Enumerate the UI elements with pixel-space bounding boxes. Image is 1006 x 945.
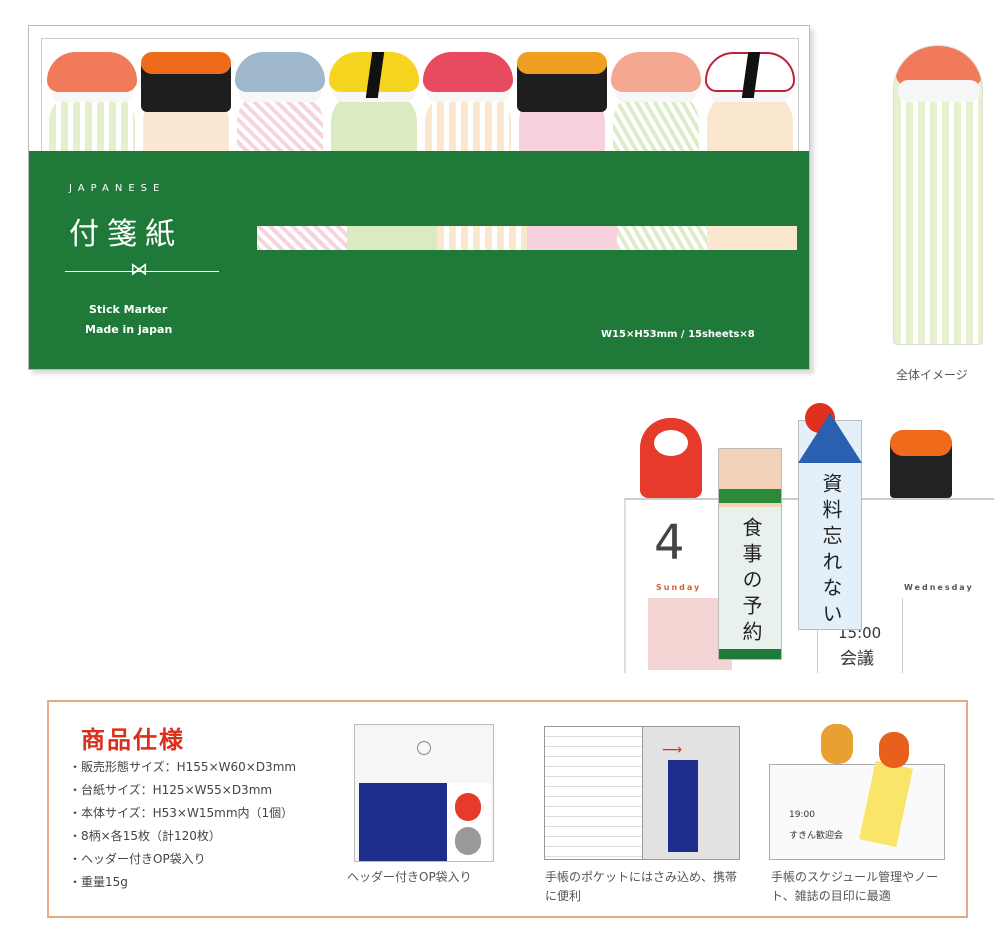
spec-title: 商品仕様	[81, 726, 185, 754]
topping	[47, 52, 137, 92]
spec-item: ・8柄×各15枚（計120枚）	[69, 829, 221, 843]
sample-caption: 全体イメージ	[896, 368, 968, 382]
caption-bag: ヘッダー付きOP袋入り	[347, 870, 472, 884]
spec-item: ・台紙サイズ：H125×W55×D3mm	[69, 783, 273, 797]
note-footer	[719, 649, 781, 659]
label-japanese: JAPANESE	[69, 183, 166, 194]
event-name: 会議	[840, 649, 874, 669]
ribbon-icon: ⋈	[130, 259, 148, 280]
topping	[423, 52, 513, 92]
sumo-sticky-note: 食事の予約	[718, 448, 782, 660]
rice	[898, 80, 980, 102]
illus-schedule: 19:00 すきん歓迎会	[769, 724, 949, 862]
pattern-swatch	[257, 226, 347, 250]
note-text-reservation: 食事の予約	[739, 517, 763, 647]
topping	[235, 52, 325, 92]
topping-roe	[141, 52, 231, 74]
package-size: W15×H53mm / 15sheets×8	[601, 329, 755, 340]
shiba-tab	[821, 724, 853, 764]
package-label-band: JAPANESE 付箋紙 ⋈ Stick Marker Made in japa…	[29, 151, 809, 369]
daruma-tab	[640, 418, 702, 498]
product-spec-box: 商品仕様 ・販売形態サイズ：H155×W60×D3mm ・台紙サイズ：H125×…	[47, 700, 968, 918]
sushi-ikura-gunkan	[139, 52, 233, 178]
illus-time: 19:00	[789, 810, 815, 820]
mount-fuji-icon	[798, 413, 862, 463]
grid-line	[902, 598, 903, 673]
package-subtitle: Stick Marker	[89, 303, 168, 316]
mini-package	[359, 783, 447, 861]
pattern-swatch	[707, 226, 797, 250]
grid-line	[817, 598, 818, 673]
package-title: 付箋紙	[69, 217, 183, 252]
mawashi	[719, 489, 781, 503]
topping	[611, 52, 701, 92]
pattern-swatch	[437, 226, 527, 250]
spec-item: ・販売形態サイズ：H155×W60×D3mm	[69, 760, 297, 774]
spec-item: ・本体サイズ：H53×W15mm内（1個）	[69, 806, 294, 820]
caption-schedule: 手帳のスケジュール管理やノート、雑誌の目印に最適	[771, 870, 939, 903]
spec-list: ・販売形態サイズ：H155×W60×D3mm ・台紙サイズ：H125×W55×D…	[69, 756, 296, 894]
owl-icon	[879, 732, 909, 768]
illus-planner-pocket: ⟶	[544, 724, 742, 862]
illus-event: すきん歓迎会	[789, 831, 844, 841]
sushi-salmon	[45, 52, 139, 178]
day-sunday: Sunday	[656, 583, 702, 592]
month-number: 4	[654, 515, 685, 571]
pattern-swatch	[347, 226, 437, 250]
pattern-swatch	[527, 226, 617, 250]
spec-item: ・ヘッダー付きOP袋入り	[69, 852, 206, 866]
pattern-swatch	[617, 226, 707, 250]
product-package: JAPANESE 付箋紙 ⋈ Stick Marker Made in japa…	[28, 25, 810, 370]
sample-sticky-tab	[893, 45, 983, 345]
ikura-tab	[890, 430, 952, 498]
day-wednesday: Wednesday	[904, 583, 974, 592]
package-origin: Made in japan	[85, 323, 173, 336]
salmon-topping	[896, 46, 982, 86]
mini-tabs	[447, 783, 491, 861]
ribbon-divider	[65, 271, 219, 272]
caption-pocket: 手帳のポケットにはさみ込め、携帯に便利	[545, 870, 738, 903]
spec-item: ・重量15g	[69, 875, 128, 889]
topping-roe	[517, 52, 607, 74]
illus-packaged-bag	[354, 724, 494, 862]
hang-hole	[417, 741, 431, 755]
usage-example: 4 Sunday Wednesday 15:00 会議 食事の予約 資料忘れない	[612, 400, 1006, 675]
package-window	[41, 38, 799, 158]
fuji-sticky-note: 資料忘れない	[798, 403, 862, 630]
note-text-documents: 資料忘れない	[819, 473, 843, 629]
inserted-package	[668, 760, 698, 852]
arrow-right-icon: ⟶	[662, 742, 683, 758]
